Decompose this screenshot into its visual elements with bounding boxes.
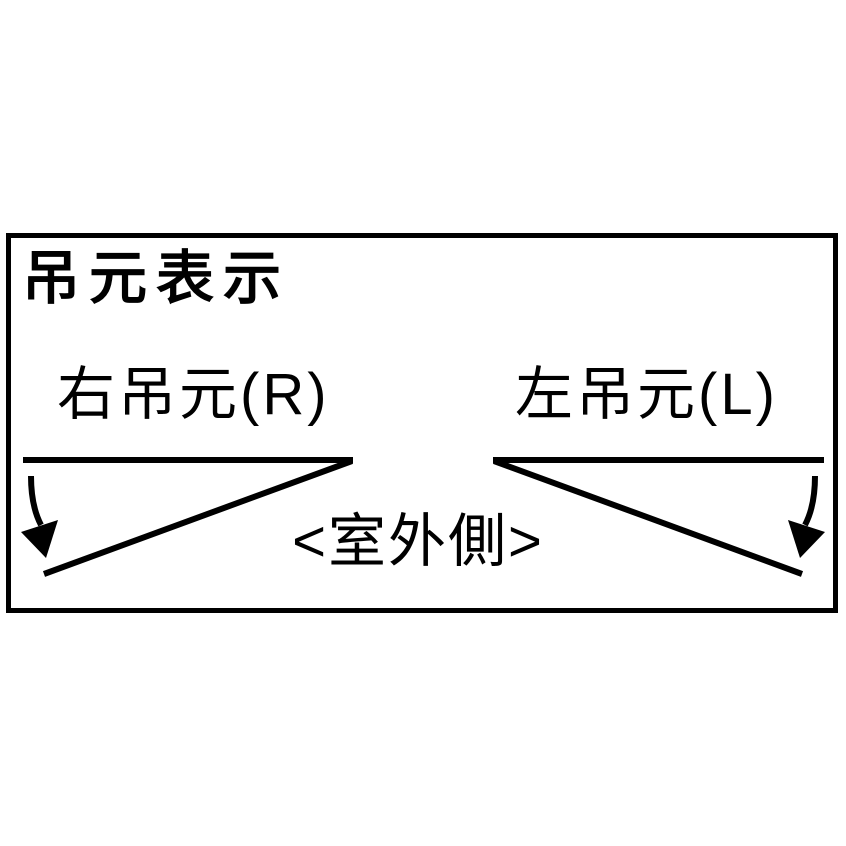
right-hinge-label: 右吊元(R) (57, 362, 330, 427)
outdoor-side-label: <室外側> (292, 509, 544, 574)
left-hinge-label: 左吊元(L) (515, 362, 778, 427)
panel-title: 吊元表示 (22, 246, 291, 311)
right-hinge-open-door-line (42, 458, 354, 577)
left-hinge-swing-arrowhead-icon (788, 520, 825, 558)
left-hinge-open-door-line (492, 458, 804, 577)
left-hinge-swing-arrow-arc (802, 475, 818, 527)
right-hinge-swing-arrow-arc (28, 475, 44, 527)
right-hinge-swing-arrowhead-icon (21, 520, 58, 558)
panel-border (6, 233, 838, 613)
